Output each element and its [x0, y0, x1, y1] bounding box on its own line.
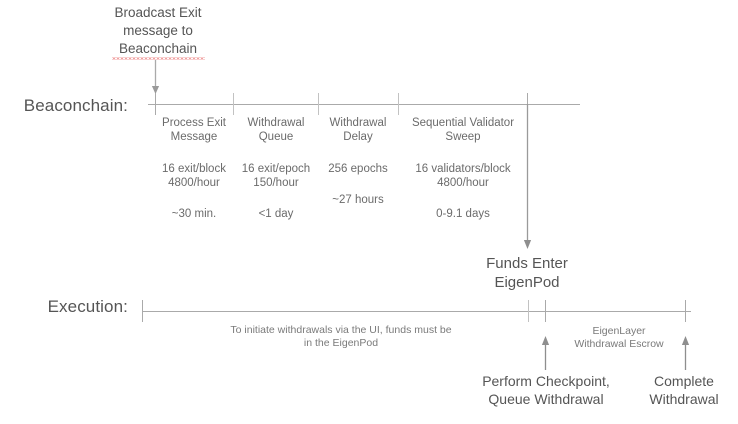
complete-withdrawal-label: Complete Withdrawal	[628, 372, 738, 408]
segment-title-line2: Delay	[343, 131, 373, 143]
execution-tick-checkpoint	[545, 300, 546, 322]
segment-rate-line1: 16 validators/block	[415, 163, 511, 175]
execution-tick-funds-enter	[528, 300, 529, 322]
segment-rate-line1: 16 exit/block	[162, 163, 226, 175]
funds-enter-line1: Funds Enter	[486, 255, 568, 272]
broadcast-exit-line1: Broadcast Exit	[114, 5, 202, 20]
segment-rate: 16 exit/epoch 150/hour	[232, 162, 320, 190]
execution-tick-start	[142, 300, 143, 322]
complete-withdrawal-line1: Complete	[654, 373, 714, 389]
funds-enter-eigenpod-callout: Funds Enter EigenPod	[452, 254, 602, 292]
segment-rate-line2: 150/hour	[253, 177, 299, 189]
segment-rate: 16 exit/block 4800/hour	[150, 162, 238, 190]
beaconchain-tick-3	[398, 93, 399, 115]
segment-title-line2: Queue	[258, 131, 294, 143]
complete-withdrawal-line2: Withdrawal	[649, 391, 719, 407]
broadcast-exit-line2: message to	[123, 23, 193, 38]
perform-checkpoint-label: Perform Checkpoint, Queue Withdrawal	[468, 372, 624, 408]
segment-duration: <1 day	[258, 208, 294, 220]
perform-checkpoint-arrow	[541, 336, 550, 370]
segment-title-line1: Withdrawal	[247, 117, 305, 129]
execution-timeline-axis	[142, 311, 691, 312]
segment-title-line1: Withdrawal	[329, 117, 387, 129]
execution-tick-complete	[685, 300, 686, 322]
segment-rate: 16 validators/block 4800/hour	[398, 162, 528, 190]
segment-title: Withdrawal Queue	[232, 116, 320, 144]
beaconchain-timeline-axis	[148, 104, 580, 105]
perform-checkpoint-line2: Queue Withdrawal	[488, 391, 604, 407]
segment-title-line1: Process Exit	[162, 117, 226, 129]
execution-ui-note-line2: in the EigenPod	[303, 337, 379, 349]
segment-title: Process Exit Message	[150, 116, 238, 144]
segment-duration: ~30 min.	[171, 208, 217, 220]
beaconchain-segment-1: Withdrawal Queue 16 exit/epoch 150/hour …	[232, 116, 320, 221]
segment-rate-line2: 4800/hour	[168, 177, 220, 189]
perform-checkpoint-line1: Perform Checkpoint,	[482, 373, 610, 389]
segment-title: Withdrawal Delay	[314, 116, 402, 144]
segment-title-line2: Sweep	[445, 131, 481, 143]
beaconchain-tick-2	[318, 93, 319, 115]
segment-rate-line1: 16 exit/epoch	[241, 163, 311, 175]
funds-enter-eigenpod-arrow	[523, 104, 532, 249]
funds-enter-line2: EigenPod	[494, 274, 560, 291]
beaconchain-segment-2: Withdrawal Delay 256 epochs ~27 hours	[314, 116, 402, 207]
segment-rate: 256 epochs	[314, 162, 402, 176]
broadcast-exit-callout: Broadcast Exit message to Beaconchain	[58, 4, 258, 58]
eigenlayer-escrow-note: EigenLayer Withdrawal Escrow	[560, 325, 678, 351]
beaconchain-tick-start	[155, 93, 156, 115]
segment-duration: ~27 hours	[332, 194, 384, 206]
segment-title: Sequential Validator Sweep	[398, 116, 528, 144]
eigenlayer-escrow-line1: EigenLayer	[592, 325, 646, 337]
beaconchain-segment-0: Process Exit Message 16 exit/block 4800/…	[150, 116, 238, 221]
execution-ui-note: To initiate withdrawals via the UI, fund…	[185, 324, 497, 350]
beaconchain-row-label: Beaconchain:	[23, 96, 128, 115]
spellcheck-underline	[112, 57, 205, 60]
execution-row-label: Execution:	[47, 297, 128, 316]
complete-withdrawal-arrow	[681, 336, 690, 370]
beaconchain-tick-1	[233, 93, 234, 115]
eigenlayer-escrow-line2: Withdrawal Escrow	[574, 338, 664, 350]
segment-title-line2: Message	[170, 131, 218, 143]
segment-title-line1: Sequential Validator	[411, 117, 515, 129]
beaconchain-segment-3: Sequential Validator Sweep 16 validators…	[398, 116, 528, 221]
segment-rate-line2: 4800/hour	[437, 177, 489, 189]
segment-rate-line1: 256 epochs	[328, 163, 388, 175]
broadcast-exit-line3: Beaconchain	[118, 41, 198, 56]
segment-duration: 0-9.1 days	[436, 208, 490, 220]
broadcast-to-beaconchain-arrow	[151, 60, 160, 94]
execution-ui-note-line1: To initiate withdrawals via the UI, fund…	[230, 324, 452, 336]
